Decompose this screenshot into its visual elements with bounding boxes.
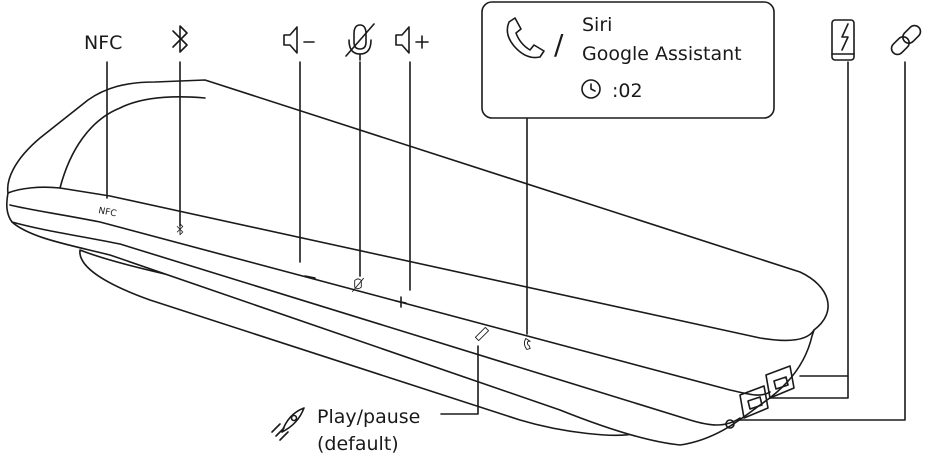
rocket-icon [271,407,305,441]
nfc-label: NFC [84,32,122,54]
mute-icon [345,23,375,61]
voice-assistant-callout [481,1,775,119]
phone-icon [506,17,545,59]
clock-icon [581,79,601,99]
body-nfc-label: NFC [97,206,117,219]
leader-lines [106,61,906,421]
slash-label: / [554,28,564,61]
body-mute-button [352,277,364,292]
body-volume-up-button [395,296,407,308]
body-call-button [523,338,531,350]
top-face-curve [59,96,206,189]
usb-ports [725,365,795,429]
lower-rim [9,204,771,396]
body-bluetooth-button [176,223,184,236]
siri-label: Siri [582,14,612,36]
hold-time-label: :02 [612,80,643,102]
google-assistant-label: Google Assistant [582,43,742,65]
link-icon [890,24,922,56]
bluetooth-icon [172,25,188,53]
body-volume-down-button [304,275,316,279]
mobile-charge-icon [831,19,855,61]
play-pause-label: Play/pause [317,406,420,428]
lower-rim-2 [11,221,741,426]
body-play-button [474,326,490,342]
speakerphone-body: NFC [6,79,829,446]
top-face-edge [7,186,815,342]
volume-down-icon [283,26,315,54]
default-label: (default) [317,433,399,455]
volume-up-icon [395,26,429,54]
